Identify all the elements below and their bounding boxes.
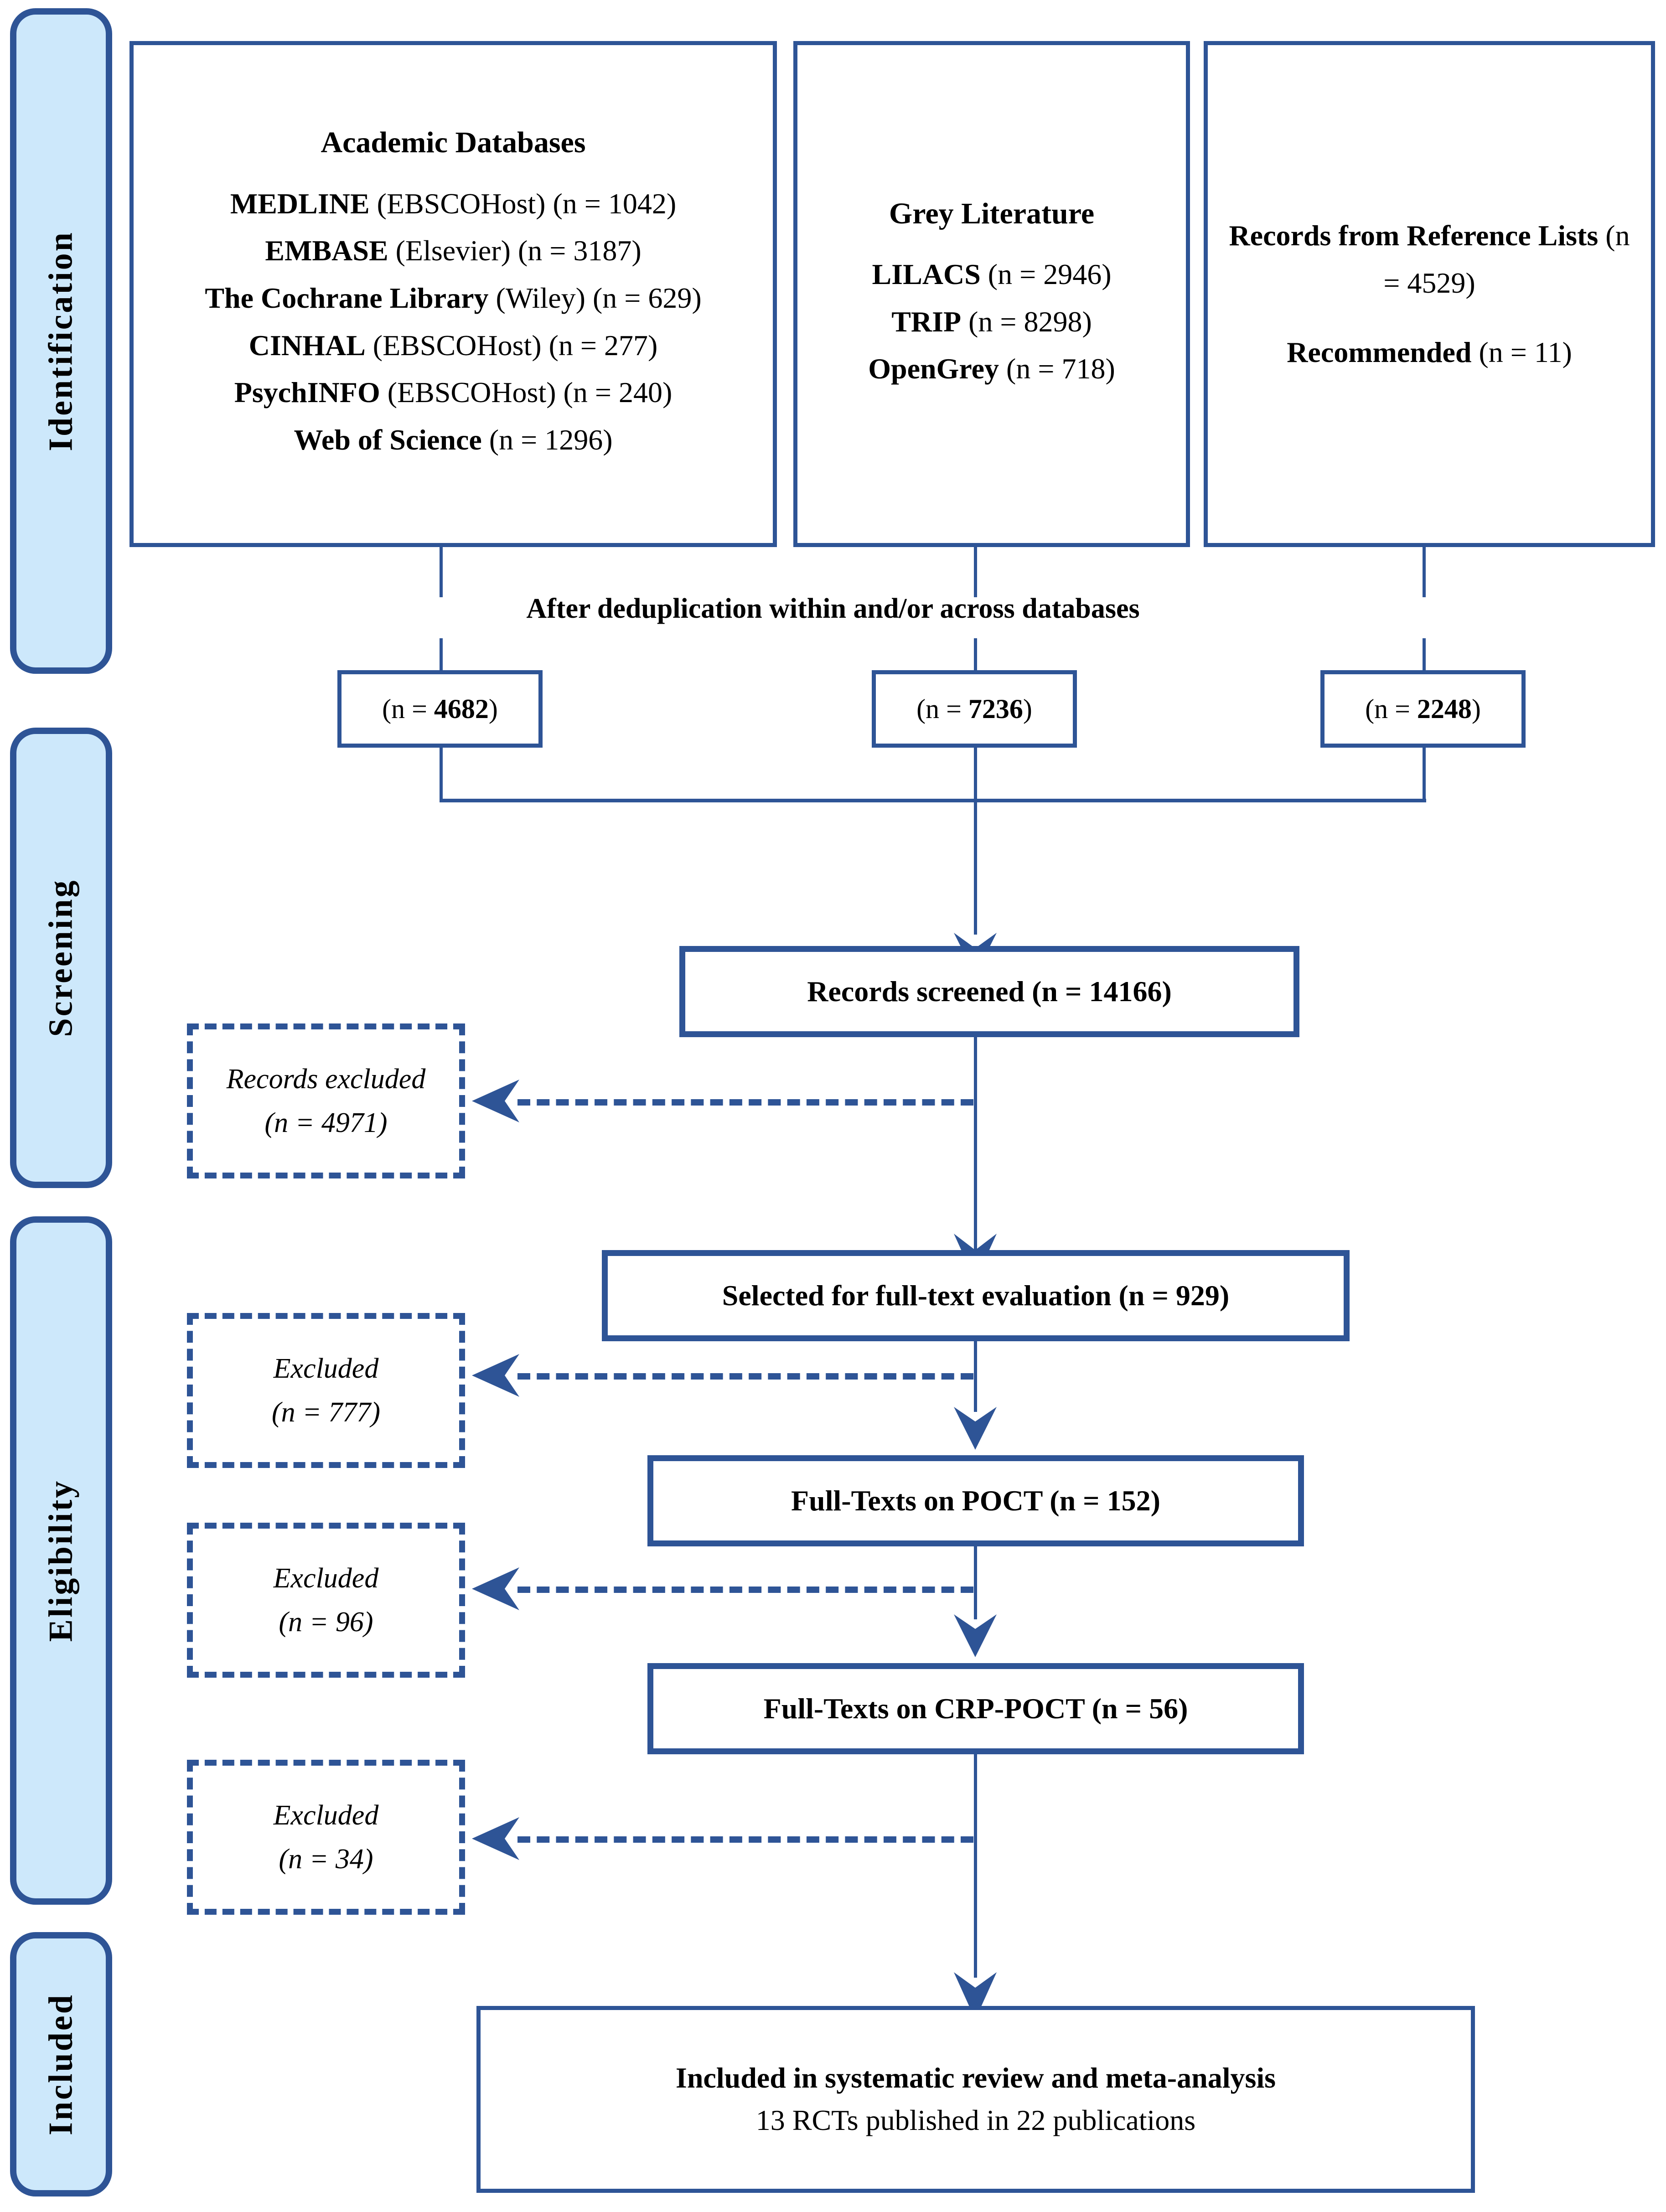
- source-line-cochrane: The Cochrane Library (Wiley) (n = 629): [205, 281, 702, 314]
- stage-label-included: Included: [42, 1993, 80, 2135]
- dashed-connector-excluded-34: [517, 1836, 973, 1843]
- source-line-lilacs: LILACS (n = 2946): [872, 258, 1112, 291]
- excluded-label-records-excluded: Records excluded: [226, 1063, 426, 1095]
- flow-box-fulltexts-crp-poct: Full-Texts on CRP-POCT (n = 56): [647, 1663, 1304, 1754]
- deduplication-caption: After deduplication within and/or across…: [526, 593, 1140, 624]
- flow-box-records-screened: Records screened (n = 14166): [679, 946, 1299, 1037]
- included-line-2: 13 RCTs published in 22 publications: [755, 2104, 1196, 2136]
- stage-pill-identification: Identification: [10, 8, 112, 674]
- connector-to-records-screened: [974, 802, 977, 935]
- connector-stub-academic: [440, 547, 443, 597]
- source-box-reference-lists: Records from Reference Lists (n = 4529) …: [1204, 41, 1655, 547]
- included-line-1: Included in systematic review and meta-a…: [675, 2062, 1276, 2094]
- stage-label-identification: Identification: [42, 231, 80, 451]
- stage-label-screening: Screening: [42, 879, 80, 1037]
- connector-stub-reference: [1423, 547, 1426, 597]
- source-line-opengrey: OpenGrey (n = 718): [868, 352, 1115, 385]
- flow-box-fulltexts-poct: Full-Texts on POCT (n = 152): [647, 1455, 1304, 1546]
- dedup-value-reference: (n = 2248): [1365, 693, 1481, 724]
- connector-dedup-grey-down: [974, 748, 977, 801]
- arrowhead-to-crp-poct: [954, 1614, 997, 1657]
- excluded-box-96: Excluded (n = 96): [187, 1523, 465, 1678]
- source-box-grey-literature: Grey Literature LILACS (n = 2946) TRIP (…: [793, 41, 1190, 547]
- stage-pill-screening: Screening: [10, 728, 112, 1188]
- source-line-trip: TRIP (n = 8298): [891, 305, 1092, 338]
- stage-label-eligibility: Eligibility: [42, 1479, 80, 1642]
- source-title-grey: Grey Literature: [889, 196, 1095, 230]
- source-box-academic-databases: Academic Databases MEDLINE (EBSCOHost) (…: [129, 41, 777, 547]
- dedup-value-grey: (n = 7236): [916, 693, 1032, 724]
- source-title-academic: Academic Databases: [321, 126, 586, 160]
- dedup-value-academic: (n = 4682): [382, 693, 498, 724]
- stage-pill-included: Included: [10, 1932, 112, 2196]
- arrowhead-to-poct: [954, 1407, 997, 1450]
- arrowhead-excluded-34: [472, 1817, 519, 1860]
- connector-crp-poct-down: [974, 1754, 977, 1978]
- connector-poct-down: [974, 1546, 977, 1619]
- connector-fulltext-selected-down: [974, 1341, 977, 1412]
- arrowhead-to-included: [954, 1972, 997, 2020]
- excluded-label-96: Excluded: [273, 1562, 379, 1594]
- flow-box-included-final: Included in systematic review and meta-a…: [476, 2006, 1475, 2193]
- arrowhead-excluded-777: [472, 1354, 519, 1397]
- dedup-box-grey: (n = 7236): [872, 670, 1077, 748]
- connector-dedup-academic-down: [440, 748, 443, 801]
- excluded-count-96: (n = 96): [279, 1607, 373, 1638]
- dashed-connector-excluded-777: [517, 1373, 973, 1380]
- excluded-count-records-excluded: (n = 4971): [264, 1107, 388, 1138]
- excluded-label-34: Excluded: [273, 1799, 379, 1831]
- excluded-box-records-excluded: Records excluded (n = 4971): [187, 1023, 465, 1178]
- arrowhead-excluded-96: [472, 1567, 519, 1610]
- connector-stub-grey: [974, 547, 977, 597]
- connector-caption-academic: [440, 638, 443, 670]
- connector-caption-reference: [1423, 638, 1426, 670]
- excluded-label-777: Excluded: [273, 1353, 379, 1384]
- source-line-psychinfo: PsychINFO (EBSCOHost) (n = 240): [234, 376, 673, 409]
- records-screened-text: Records screened (n = 14166): [807, 975, 1172, 1008]
- source-line-cinhal: CINHAL (EBSCOHost) (n = 277): [248, 329, 658, 362]
- dashed-connector-excluded-96: [517, 1587, 973, 1593]
- source-line-recommended: Recommended (n = 11): [1287, 336, 1572, 368]
- excluded-count-34: (n = 34): [279, 1844, 373, 1875]
- fulltexts-poct-text: Full-Texts on POCT (n = 152): [791, 1484, 1160, 1517]
- connector-dedup-reference-down: [1423, 748, 1426, 801]
- stage-pill-eligibility: Eligibility: [10, 1216, 112, 1905]
- source-line-web-of-science: Web of Science (n = 1296): [294, 423, 613, 456]
- source-line-embase: EMBASE (Elsevier) (n = 3187): [265, 234, 642, 267]
- excluded-box-777: Excluded (n = 777): [187, 1313, 465, 1468]
- dedup-box-reference: (n = 2248): [1320, 670, 1526, 748]
- arrowhead-records-excluded: [472, 1080, 519, 1122]
- source-line-reference-lists: Records from Reference Lists (n = 4529): [1229, 219, 1630, 300]
- fulltext-selected-text: Selected for full-text evaluation (n = 9…: [722, 1279, 1230, 1312]
- source-line-medline: MEDLINE (EBSCOHost) (n = 1042): [230, 187, 677, 220]
- fulltexts-crp-poct-text: Full-Texts on CRP-POCT (n = 56): [763, 1692, 1188, 1725]
- dashed-connector-records-excluded: [517, 1099, 973, 1106]
- connector-screened-down: [974, 1037, 977, 1283]
- connector-merge-bus: [440, 799, 1426, 802]
- dedup-box-academic: (n = 4682): [337, 670, 543, 748]
- excluded-box-34: Excluded (n = 34): [187, 1760, 465, 1915]
- connector-caption-grey: [974, 638, 977, 670]
- flow-box-fulltext-selected: Selected for full-text evaluation (n = 9…: [602, 1250, 1350, 1341]
- excluded-count-777: (n = 777): [271, 1397, 381, 1428]
